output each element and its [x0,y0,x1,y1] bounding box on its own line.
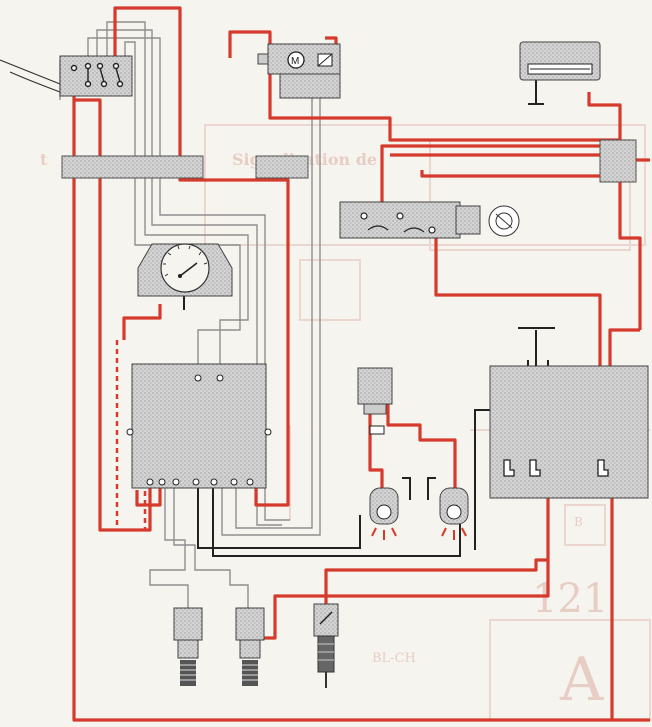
bulb-icon [376,504,392,520]
fan-motor-relay: M [257,43,341,99]
switch-panel [339,201,520,239]
gray-wires [59,21,321,615]
bleed-through: Signalisation de t 121 BL-CH A B [40,124,651,721]
switch-panel-icon [360,212,436,234]
rotary-knob-icon [488,205,520,237]
tachometer-gauge [137,243,233,297]
indicator-lamp-right [439,487,469,540]
bleed-page-number: 121 [532,576,608,622]
instrument-bulb [519,41,601,81]
sensor-left [173,607,203,686]
spark-plug-icon [317,635,335,673]
harness-clamps [61,139,637,183]
bulb-icon [446,504,462,520]
svg-text:M: M [291,56,299,67]
gauge-icon [160,243,210,293]
motor-icon [287,51,305,69]
indicator-lamp-left [369,487,399,540]
sensor-icon [242,660,258,686]
red-dashed-wire [115,340,147,532]
fuse-icon [369,425,385,435]
bleed-marker: A [559,645,604,715]
control-unit [126,363,272,489]
sensor-icon [180,660,196,686]
bleed-code: BL-CH [372,651,416,666]
ignition-switch [0,55,133,97]
relay-block [357,367,393,435]
sensor-right [235,607,265,686]
switch-icon [70,62,124,88]
spark-plug [313,603,339,688]
bleed-heading-suffix: t [40,150,48,169]
fuel-level-sender [489,330,649,499]
bleed-side-tag: B [574,515,583,529]
